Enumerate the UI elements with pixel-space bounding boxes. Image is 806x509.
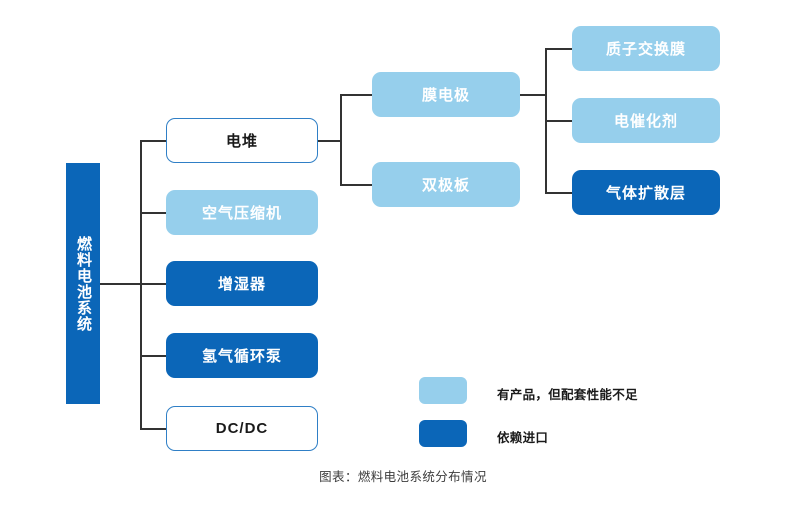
connector-to-h2-pump: [140, 355, 166, 357]
node-proton-exchange-membrane[interactable]: 质子交换膜: [572, 26, 720, 71]
connector-level2-spine: [340, 94, 342, 185]
figure-caption: 图表：燃料电池系统分布情况: [319, 470, 487, 484]
connector-to-dcdc: [140, 428, 166, 430]
connector-to-pem: [545, 48, 572, 50]
node-humidifier[interactable]: 增湿器: [166, 261, 318, 306]
connector-to-gdl: [545, 192, 572, 194]
connector-level1-spine: [140, 140, 142, 429]
connector-root-stub: [100, 283, 141, 285]
connector-to-mea: [340, 94, 373, 96]
node-gas-diffusion-layer[interactable]: 气体扩散层: [572, 170, 720, 215]
connector-to-catalyst: [545, 120, 572, 122]
legend-swatch-import-dependent: [419, 420, 467, 447]
root-node-fuel-cell-system[interactable]: 燃料电池系统: [66, 163, 100, 404]
legend-label-import-dependent: 依赖进口: [497, 431, 549, 445]
connector-stack-stub: [318, 140, 342, 142]
connector-to-air-compressor: [140, 212, 166, 214]
node-electrocatalyst[interactable]: 电催化剂: [572, 98, 720, 143]
node-dcdc[interactable]: DC/DC: [166, 406, 318, 451]
connector-to-bipolar: [340, 184, 373, 186]
node-hydrogen-circulation-pump[interactable]: 氢气循环泵: [166, 333, 318, 378]
legend-swatch-has-product: [419, 377, 467, 404]
connector-to-stack: [140, 140, 166, 142]
node-air-compressor[interactable]: 空气压缩机: [166, 190, 318, 235]
node-bipolar-plate[interactable]: 双极板: [372, 162, 520, 207]
node-membrane-electrode-assembly[interactable]: 膜电极: [372, 72, 520, 117]
node-stack[interactable]: 电堆: [166, 118, 318, 163]
connector-mea-stub: [520, 94, 546, 96]
connector-to-humidifier: [140, 283, 166, 285]
legend-label-has-product: 有产品，但配套性能不足: [497, 388, 638, 402]
